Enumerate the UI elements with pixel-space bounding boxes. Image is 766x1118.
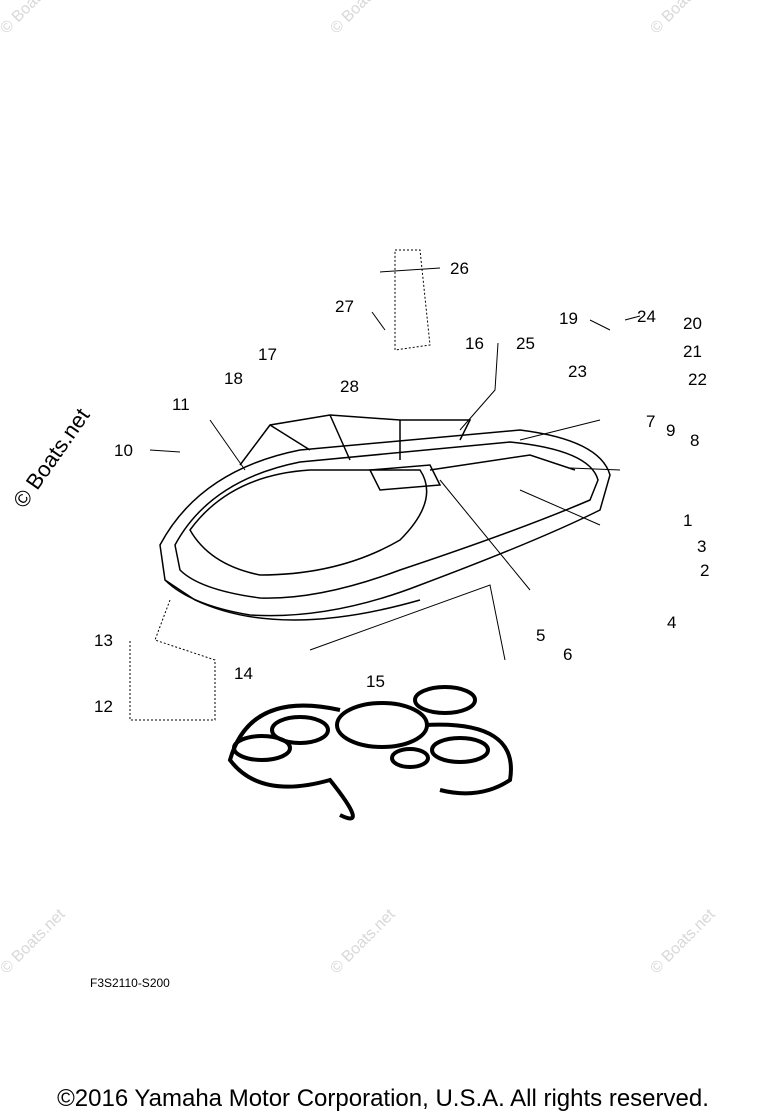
diagram-code: F3S2110-S200 xyxy=(90,976,170,990)
boat-hull xyxy=(159,414,611,621)
callout-5: 5 xyxy=(536,626,545,645)
leader-lines xyxy=(129,249,641,721)
callout-10: 10 xyxy=(114,441,133,460)
callout-19: 19 xyxy=(559,309,578,328)
callout-27: 27 xyxy=(335,297,354,316)
callout-15: 15 xyxy=(366,672,385,691)
callout-17: 17 xyxy=(258,345,277,364)
callout-22: 22 xyxy=(688,370,707,389)
callout-14: 14 xyxy=(234,664,253,683)
callout-11: 11 xyxy=(172,395,190,414)
callout-12: 12 xyxy=(94,697,113,716)
callout-13: 13 xyxy=(94,631,113,650)
callout-24: 24 xyxy=(637,307,656,326)
callout-20: 20 xyxy=(683,314,702,333)
callout-18: 18 xyxy=(224,369,243,388)
callout-2: 2 xyxy=(700,561,709,580)
callout-6: 6 xyxy=(563,645,572,664)
copyright-notice: ©2016 Yamaha Motor Corporation, U.S.A. A… xyxy=(57,1085,709,1112)
wire-harness xyxy=(227,685,513,821)
callout-9: 9 xyxy=(666,421,675,440)
callout-4: 4 xyxy=(667,613,676,632)
callout-3: 3 xyxy=(697,537,706,556)
callout-21: 21 xyxy=(683,342,702,361)
callout-16: 16 xyxy=(465,334,484,353)
callout-23: 23 xyxy=(568,362,587,381)
callout-26: 26 xyxy=(450,259,469,278)
callout-1: 1 xyxy=(683,511,692,530)
callout-8: 8 xyxy=(690,431,699,450)
callout-28: 28 xyxy=(340,377,359,396)
callout-25: 25 xyxy=(516,334,535,353)
callout-7: 7 xyxy=(646,412,655,431)
